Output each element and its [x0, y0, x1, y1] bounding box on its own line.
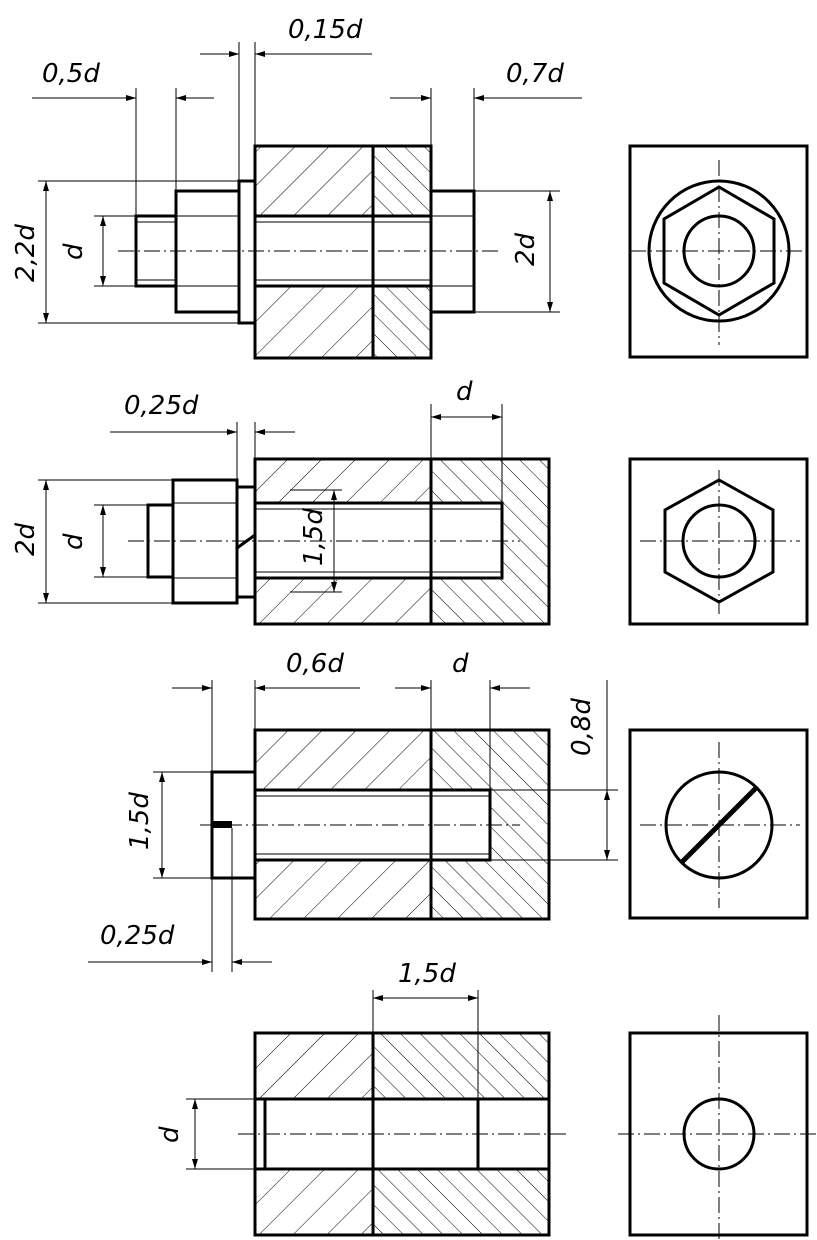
plate-right-top-hatch: [373, 146, 431, 216]
dim-0-15d: 0,15d: [288, 15, 363, 45]
dim-d-row2: d: [59, 533, 89, 550]
dim-d-depth-row2: d: [456, 377, 473, 407]
row2-end-view: [628, 457, 809, 626]
row1-end-view: [628, 144, 809, 359]
plate-left-top-hatch: [255, 146, 373, 216]
dim-0-5d: 0,5d: [42, 59, 100, 89]
dim-1-5d-row4: 1,5d: [398, 959, 456, 989]
row4-end-view: [618, 1015, 817, 1240]
row3-end-view: [628, 728, 809, 920]
dim-0-6d: 0,6d: [286, 649, 344, 679]
row1-bolt-section: 0,15d 0,5d 0,7d 2,2d d 2d: [11, 15, 582, 360]
dim-0-7d: 0,7d: [506, 59, 564, 89]
dim-d-row4: d: [155, 1126, 185, 1143]
dim-0-25d-row2: 0,25d: [124, 391, 199, 421]
washer: [237, 179, 257, 325]
dim-1-5d-row2: 1,5d: [299, 508, 329, 566]
part-outline-row4: [253, 1031, 551, 1237]
row2-stud-section: 0,25d d 2d d 1,5d: [11, 377, 551, 626]
dim-0-8d: 0,8d: [567, 698, 597, 756]
row3-screw-section: 0,6d d 0,8d 1,5d 0,25d: [88, 649, 618, 972]
plate-left-bottom-hatch: [255, 286, 373, 358]
row4-hole-section: 1,5d d: [155, 959, 568, 1237]
dim-d-row1: d: [59, 243, 89, 260]
dim-d-row3: d: [452, 649, 469, 679]
dim-2d-row1: 2d: [511, 232, 541, 266]
plate-right-bottom-hatch: [373, 286, 431, 358]
dim-0-25d-row3: 0,25d: [100, 921, 175, 951]
dim-2d-row2: 2d: [11, 522, 41, 556]
dim-2-2d: 2,2d: [11, 224, 41, 282]
dim-1-5d-row3: 1,5d: [125, 792, 155, 850]
